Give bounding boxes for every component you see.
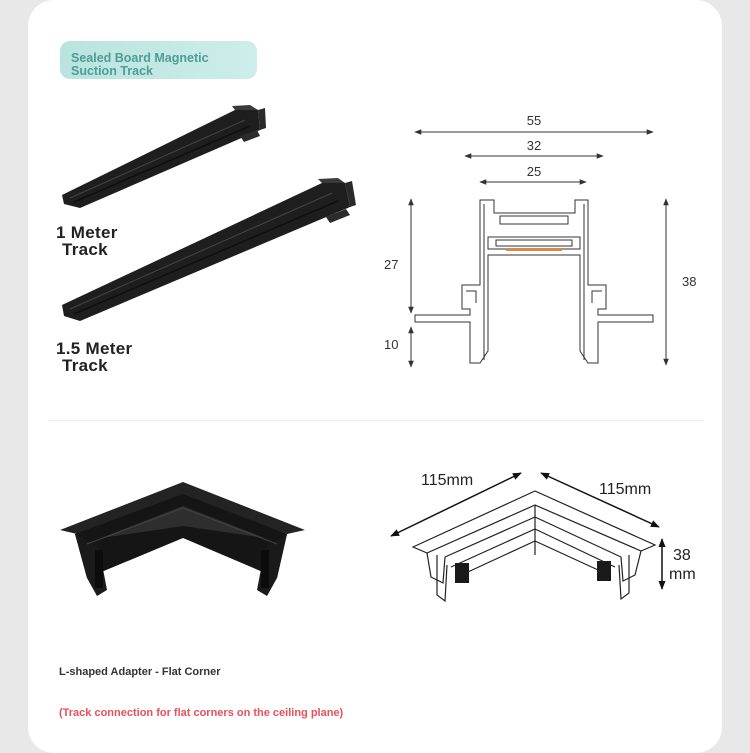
dim-line-arm-right: [540, 472, 660, 528]
l-adapter-outline: [411, 490, 657, 603]
track-1m-image: [62, 105, 266, 208]
dim-label-32: 32: [527, 138, 541, 153]
dim-label-height-unit: mm: [669, 566, 696, 583]
adapter-note: (Track connection for flat corners on th…: [59, 707, 344, 719]
dim-label-height: 38 mm: [669, 547, 696, 583]
l-adapter-image: [60, 482, 305, 596]
dim-line-arm-left: [390, 472, 522, 537]
l-adapter-drawing: 115mm 115mm 38 mm: [390, 472, 696, 603]
profile-outline: [414, 199, 654, 364]
profile-led-strip: [506, 248, 562, 251]
label-line: Track: [62, 240, 108, 259]
section-divider: [48, 420, 704, 421]
label-line: 1 Meter: [56, 223, 118, 242]
l-adapter-fill-right: [597, 561, 611, 581]
dim-label-27: 27: [384, 257, 398, 272]
title-badge: Sealed Board Magnetic Suction Track: [60, 41, 257, 79]
l-adapter-fill-left: [455, 563, 469, 583]
track-profile-drawing: 55 32 25 27 10 38: [384, 113, 696, 368]
track-1-5m-image: [62, 178, 356, 321]
dim-label-height-value: 38: [673, 547, 691, 564]
dim-label-25: 25: [527, 164, 541, 179]
dim-label-38: 38: [682, 274, 696, 289]
badge-title: Sealed Board Magnetic Suction Track: [71, 51, 209, 78]
dim-label-arm-left: 115mm: [421, 472, 473, 489]
product-card: [28, 0, 722, 753]
dim-label-arm-right: 115mm: [599, 481, 651, 498]
label-line: 1.5 Meter: [56, 339, 133, 358]
dim-label-10: 10: [384, 337, 398, 352]
dim-label-55: 55: [527, 113, 541, 128]
adapter-caption: L-shaped Adapter - Flat Corner: [59, 666, 221, 678]
label-line: Track: [62, 356, 108, 375]
